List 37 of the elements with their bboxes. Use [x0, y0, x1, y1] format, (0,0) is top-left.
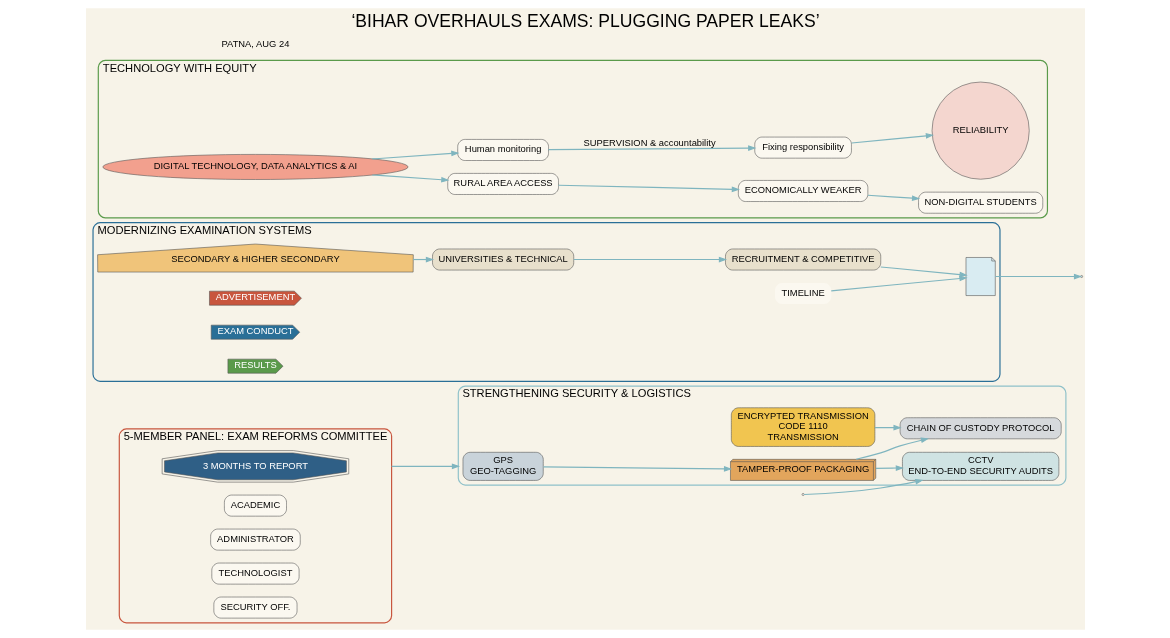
- arrow: [855, 437, 929, 460]
- arrow: [874, 465, 904, 471]
- node-box: ENCRYPTED TRANSMISSION CODE 1110 TRANSMISSION: [730, 407, 875, 447]
- label: PATNA, AUG 24: [221, 39, 289, 50]
- node-box: SECURITY OFF.: [213, 596, 297, 619]
- arrow: [371, 150, 459, 160]
- node-ellipse: DIGITAL TECHNOLOGY, DATA ANALYTICS & AI: [102, 154, 408, 180]
- node-box: GPS GEO-TAGGING: [462, 452, 544, 481]
- node-box: CCTV END-TO-END SECURITY AUDITS: [901, 452, 1059, 481]
- node-box: UNIVERSITIES & TECHNICAL: [431, 248, 574, 271]
- node-box: CHAIN OF CUSTODY PROTOCOL: [899, 417, 1061, 440]
- arrow: [879, 266, 968, 278]
- arrow: [572, 256, 727, 263]
- node-box: TIMELINE: [774, 282, 831, 305]
- node-box: TECHNOLOGIST: [211, 562, 299, 585]
- arrow: [371, 174, 449, 183]
- diagram-title: ‘BIHAR OVERHAULS EXAMS: PLUGGING PAPER LEAKS’: [350, 10, 820, 31]
- arrow: [873, 424, 902, 431]
- arrow: [850, 133, 934, 144]
- node-box: Human monitoring: [456, 139, 549, 161]
- arrow: [830, 275, 968, 292]
- node-box: RURAL AREA ACCESS: [446, 173, 559, 195]
- arrow: [557, 184, 740, 193]
- arrow: [542, 466, 732, 472]
- arrow: [866, 194, 920, 202]
- edge-label: SUPERVISION & accountability: [583, 137, 716, 148]
- node-box: ADMINISTRATOR: [209, 528, 301, 551]
- arrow: [803, 478, 923, 496]
- node-box: RECRUITMENT & COMPETITIVE: [724, 248, 881, 271]
- arrow: [390, 463, 460, 470]
- node-box: ECONOMICALLY WEAKER: [737, 180, 868, 202]
- node-box: ACADEMIC: [223, 494, 287, 517]
- arrow: [994, 273, 1082, 280]
- node-box: Fixing responsibility: [753, 136, 852, 159]
- node-box: NON-DIGITAL STUDENTS: [917, 191, 1043, 214]
- arrow: [547, 145, 756, 151]
- node-circle: RELIABILITY: [931, 81, 1030, 180]
